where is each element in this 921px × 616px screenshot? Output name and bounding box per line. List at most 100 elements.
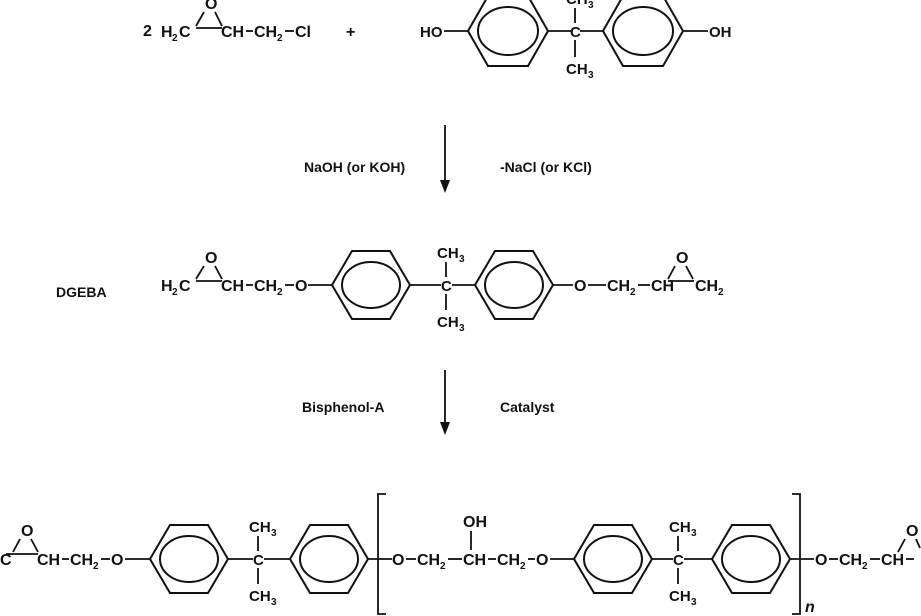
h2c-h: H: [161, 24, 173, 41]
repeat-ch2b: CH: [497, 552, 520, 569]
dgeba-ch2-sub: 2: [277, 287, 283, 298]
dgeba-right-epoxide-bond-right: [685, 265, 694, 280]
reaction-step-2: Bisphenol-A Catalyst: [302, 370, 555, 435]
repeat-ch: CH: [463, 552, 486, 569]
dgeba-methyl-top: CH: [437, 245, 459, 262]
polymer-benzene-ring-2-circle: [299, 535, 359, 583]
dgeba-methyl-top-sub: 3: [459, 254, 465, 265]
polymer-right-ch2-sub: 2: [862, 561, 868, 572]
repeat-ch2a-sub: 2: [440, 561, 446, 572]
h2c-sub: 2: [172, 33, 178, 44]
polymer-left-epoxide-bond-right: [30, 538, 39, 553]
polymer-methyl-bottom-1: CH: [249, 588, 271, 605]
step2-catalyst-label: Catalyst: [500, 399, 555, 415]
polymer-right-epoxide-oxygen: O: [906, 523, 918, 540]
dgeba-right-ch: CH: [651, 278, 674, 295]
benzene-ring-right: [601, 0, 685, 67]
repeat-methyl-top: CH: [669, 519, 691, 536]
repeat-unit-right-bracket: [792, 493, 801, 615]
ch-group: CH: [221, 24, 244, 41]
step1-byproduct-label: -NaCl (or KCl): [500, 159, 592, 175]
dgeba-left-glycidyl: O H 2 C CH CH 2 O: [161, 250, 332, 298]
dgeba-right-ch2b-sub: 2: [718, 287, 724, 298]
ch2-sub: 2: [277, 33, 283, 44]
dgeba-ether-oxygen-right: O: [574, 278, 586, 295]
polymer-right-epoxide-bond-right: [915, 538, 921, 549]
dgeba-h2c-c: C: [179, 278, 191, 295]
hydroxyl-right: OH: [709, 24, 732, 41]
repeat-hydroxyl: OH: [463, 514, 487, 531]
reaction-step-1: NaOH (or KOH) -NaCl (or KCl): [304, 125, 592, 193]
dgeba-left-epoxide-bond-right: [214, 265, 223, 280]
repeat-ether-oxygen-2: O: [536, 552, 548, 569]
benzene-ring-left-circle: [477, 6, 539, 56]
repeat-ch2b-sub: 2: [520, 561, 526, 572]
bisphenol-a: HO CH 3 C CH 3 OH: [420, 0, 732, 81]
step1-reagent-label: NaOH (or KOH): [304, 159, 405, 175]
epoxy-polymer-row: O C CH CH 2 O CH 3 C CH 3: [0, 493, 921, 616]
polymer-left-epoxide-bond-left: [12, 538, 21, 553]
arrow-1-head: [440, 180, 450, 193]
polymer-left-end: O C CH CH 2 O: [0, 523, 150, 572]
dgeba-row: DGEBA O H 2 C CH CH 2 O CH 3 C CH: [56, 245, 724, 334]
polymer-left-ch2: CH: [70, 552, 93, 569]
reactants-row: 2 O H 2 C CH CH 2 Cl + HO CH 3: [143, 0, 732, 81]
benzene-ring-left: [466, 0, 550, 67]
dgeba-right-ch2a-sub: 2: [630, 287, 636, 298]
dgeba-methyl-bottom-sub: 3: [459, 323, 465, 334]
epoxide-bond-left: [195, 11, 205, 27]
repeat-ether-oxygen-1: O: [392, 552, 404, 569]
dgeba-ch2-group: CH: [254, 278, 277, 295]
arrow-2-head: [440, 422, 450, 435]
polymer-benzene-ring-1-circle: [159, 535, 219, 583]
repeat-quaternary-carbon: C: [673, 552, 684, 569]
polymer-right-epoxide-bond-left: [897, 538, 906, 553]
dgeba-h2c-sub: 2: [172, 287, 178, 298]
polymer-quaternary-carbon-1: C: [253, 552, 264, 569]
epoxide-oxygen: O: [205, 0, 217, 13]
methyl-top-sub: 3: [588, 0, 594, 11]
dgeba-right-epoxide-bond-left: [667, 265, 676, 280]
quaternary-carbon: C: [570, 24, 581, 41]
polymer-left-ch2-sub: 2: [93, 561, 99, 572]
plus-sign: +: [346, 24, 355, 41]
methyl-top: CH: [566, 0, 588, 8]
dgeba-right-epoxide-oxygen: O: [676, 250, 688, 267]
polymer-left-ether-oxygen: O: [111, 552, 123, 569]
repeat-methyl-bottom: CH: [669, 588, 691, 605]
benzene-ring-right-circle: [612, 6, 674, 56]
ch2-group: CH: [254, 24, 277, 41]
dgeba-ch-group: CH: [221, 278, 244, 295]
polymer-bisphenol-unit-1: CH 3 C CH 3: [148, 519, 392, 608]
repeat-unit-subscript-n: n: [805, 599, 815, 616]
polymer-repeat-unit: O CH 2 OH CH CH 2 O CH 3 C CH 3: [392, 514, 814, 608]
dgeba-right-ch2a: CH: [607, 278, 630, 295]
repeat-methyl-top-sub: 3: [691, 528, 697, 539]
hydroxyl-left: HO: [420, 24, 443, 41]
repeat-ch2a: CH: [417, 552, 440, 569]
repeat-methyl-bottom-sub: 3: [691, 597, 697, 608]
polymer-left-epoxide-oxygen: O: [21, 523, 33, 540]
methyl-bottom-sub: 3: [588, 70, 594, 81]
polymer-right-ch2: CH: [839, 552, 862, 569]
polymer-methyl-bottom-1-sub: 3: [271, 597, 277, 608]
repeat-unit-left-bracket: [377, 493, 386, 615]
dgeba-left-epoxide-bond-left: [195, 265, 205, 280]
dgeba-bisphenol-core: CH 3 C CH 3: [330, 245, 573, 334]
polymer-methyl-top-1-sub: 3: [271, 528, 277, 539]
stoich-coefficient: 2: [143, 23, 152, 40]
repeat-benzene-ring-1-circle: [583, 535, 643, 583]
methyl-bottom: CH: [566, 61, 588, 78]
polymer-left-ch: CH: [37, 552, 60, 569]
dgeba-h2c-h: H: [161, 278, 173, 295]
dgeba-right-ch2b: CH: [695, 278, 718, 295]
polymer-right-ch: CH: [881, 552, 904, 569]
polymer-right-ether-oxygen: O: [815, 552, 827, 569]
dgeba-ether-oxygen-left: O: [295, 278, 307, 295]
dgeba-label: DGEBA: [56, 284, 107, 300]
dgeba-left-epoxide-oxygen: O: [205, 250, 217, 267]
polymer-left-c-fragment: C: [0, 552, 12, 569]
chlorine: Cl: [295, 24, 311, 41]
polymer-right-end: O CH 2 CH O: [815, 523, 921, 572]
